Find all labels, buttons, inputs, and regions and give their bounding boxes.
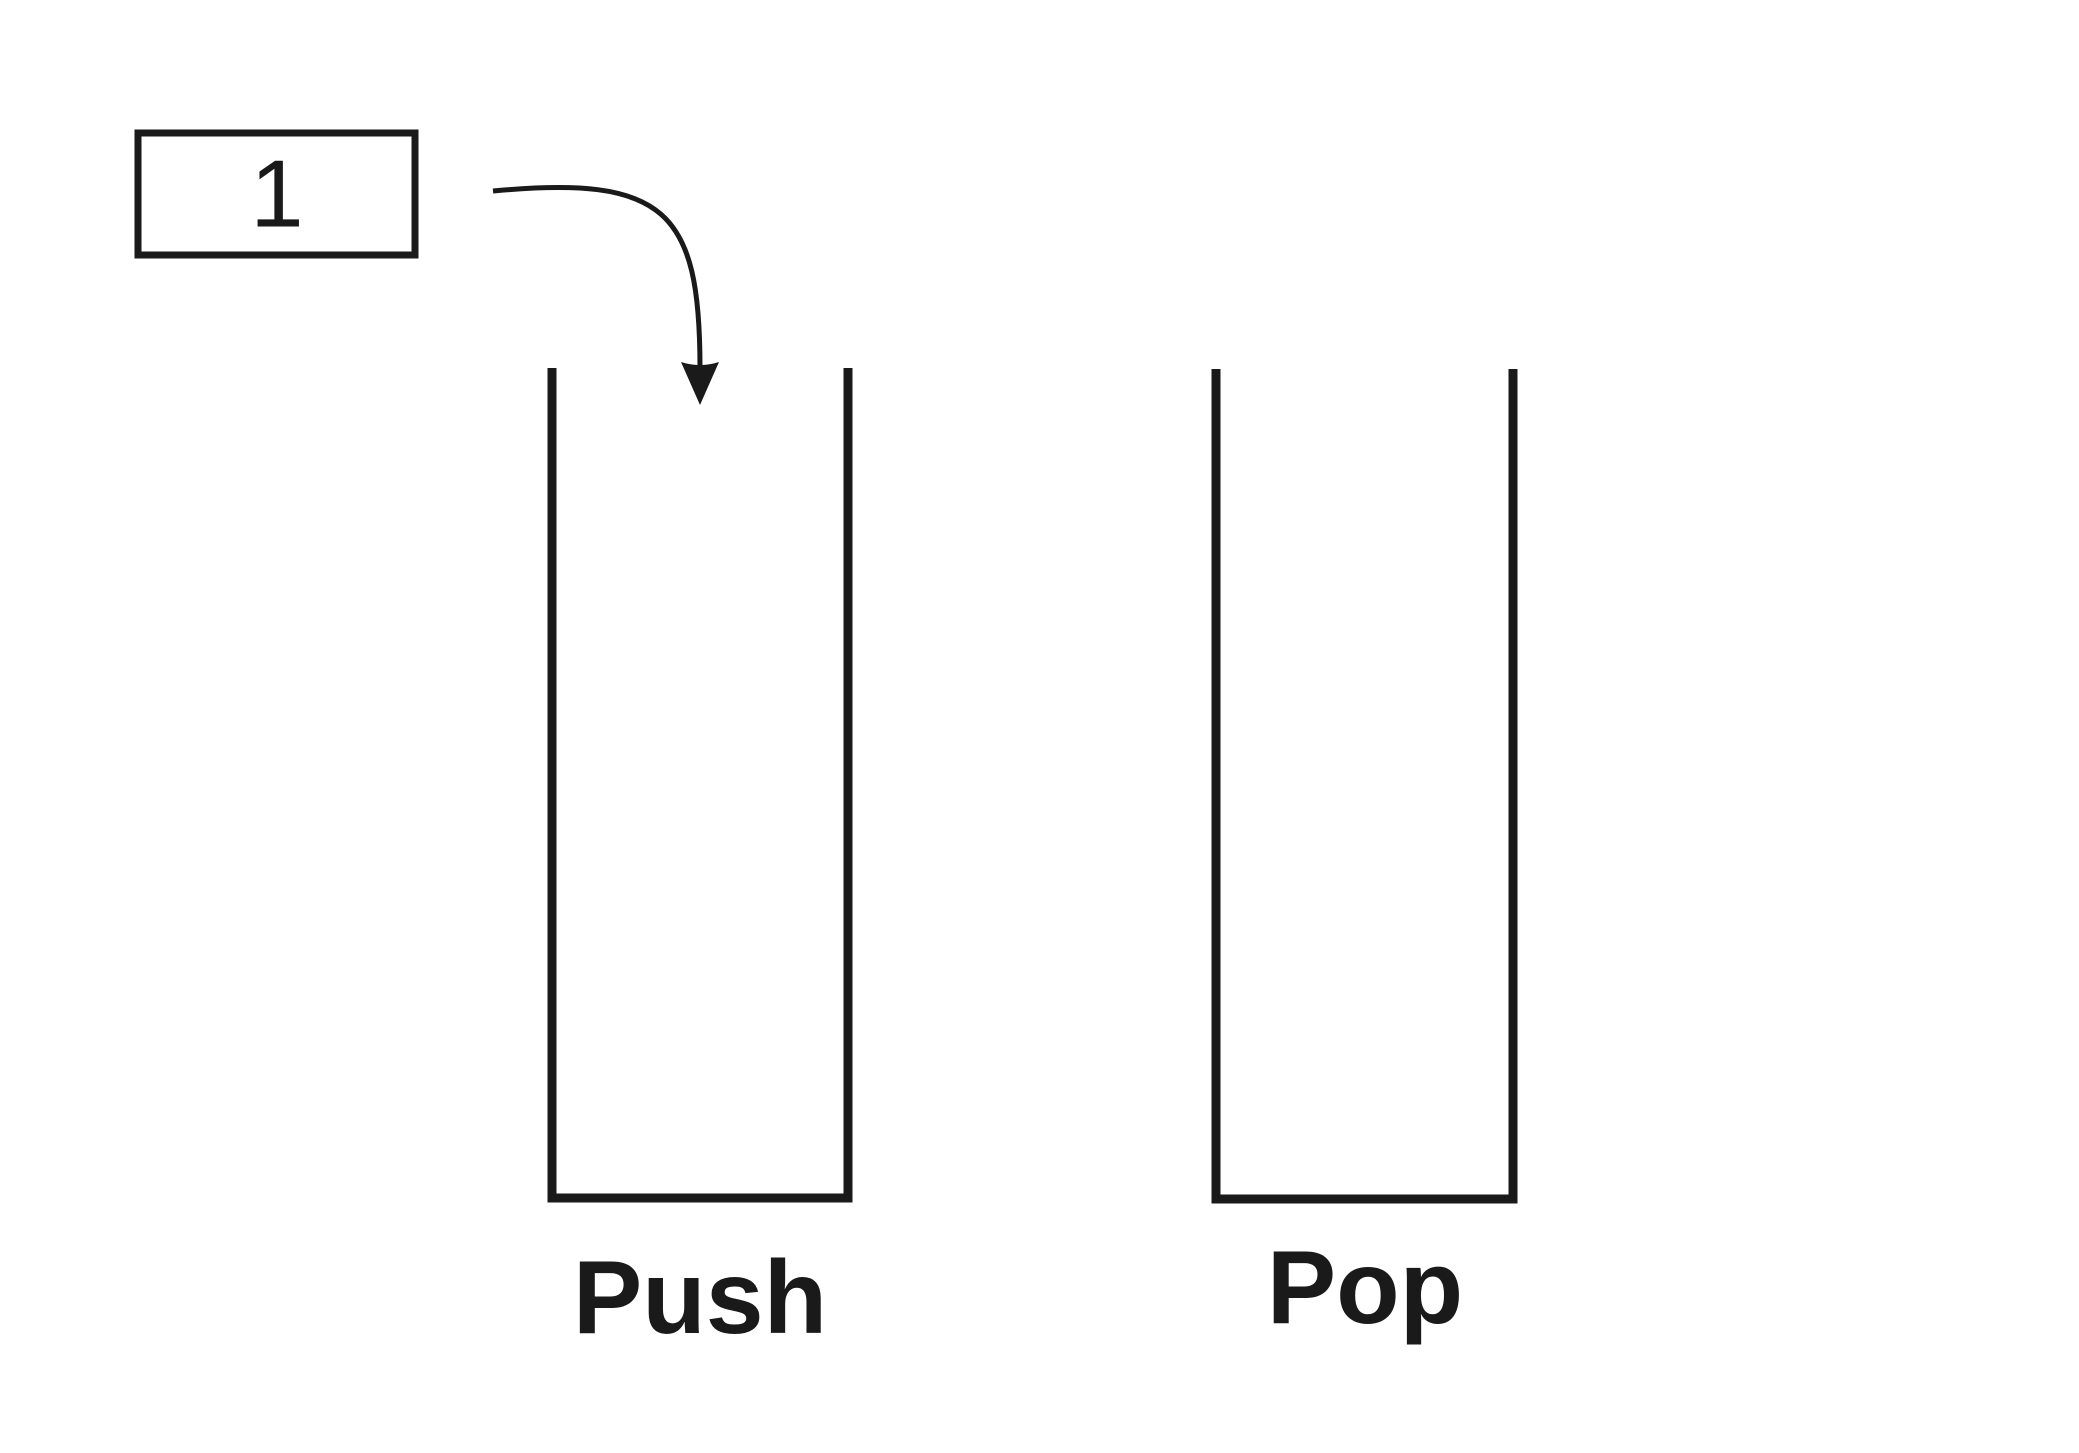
push-arrow-curve <box>492 184 703 369</box>
element-box-frame <box>134 129 419 259</box>
push-arrow <box>492 184 719 405</box>
pop-stack-outline <box>1211 369 1518 1204</box>
element-value: 1 <box>250 141 303 248</box>
push-stack-outline <box>547 368 853 1203</box>
push-stack: Push <box>547 368 853 1356</box>
element-box: 1 <box>134 129 419 259</box>
push-stack-label: Push <box>573 1240 827 1356</box>
pop-stack: Pop <box>1211 369 1518 1346</box>
push-arrow-head <box>681 362 719 405</box>
pop-stack-label: Pop <box>1267 1230 1463 1346</box>
